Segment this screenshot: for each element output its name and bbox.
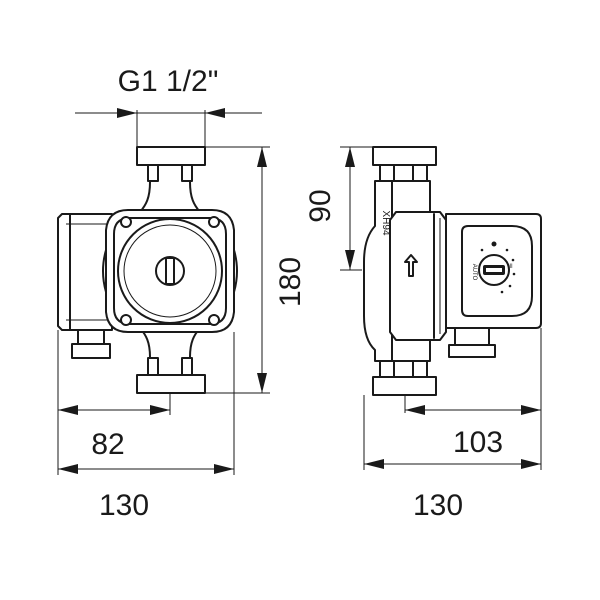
front-bottom-flange bbox=[136, 374, 206, 394]
bolt-top-right bbox=[208, 216, 220, 228]
side-depth-dimension-label: 103 bbox=[453, 426, 503, 459]
model-marking: XH94 bbox=[380, 210, 391, 235]
side-view: XH94 AUTO II 90 bbox=[304, 146, 542, 522]
height-dimension-label: 180 bbox=[274, 257, 307, 307]
front-top-flange bbox=[136, 146, 206, 166]
front-terminal-box bbox=[57, 213, 113, 331]
front-depth-dimension-label: 82 bbox=[91, 428, 124, 461]
bolt-bottom-right bbox=[208, 314, 220, 326]
bolt-top-left bbox=[120, 216, 132, 228]
side-width-dimension-label: 130 bbox=[413, 489, 463, 522]
side-bottom-flange bbox=[372, 376, 437, 396]
side-cable-gland bbox=[448, 344, 496, 358]
front-view: G1 1/2" 180 82 130 bbox=[57, 65, 307, 522]
bolt-bottom-left bbox=[120, 314, 132, 326]
front-width-dimension-label: 130 bbox=[99, 489, 149, 522]
side-top-flange bbox=[372, 146, 437, 166]
front-cable-gland bbox=[71, 343, 111, 359]
flow-direction-arrow bbox=[404, 254, 418, 277]
side-pump-block bbox=[389, 211, 447, 341]
thread-dimension-label: G1 1/2" bbox=[118, 65, 219, 98]
side-height-dimension-label: 90 bbox=[304, 189, 337, 222]
auto-mode-label: AUTO bbox=[471, 264, 477, 281]
knob-roman-label: II bbox=[509, 264, 513, 270]
